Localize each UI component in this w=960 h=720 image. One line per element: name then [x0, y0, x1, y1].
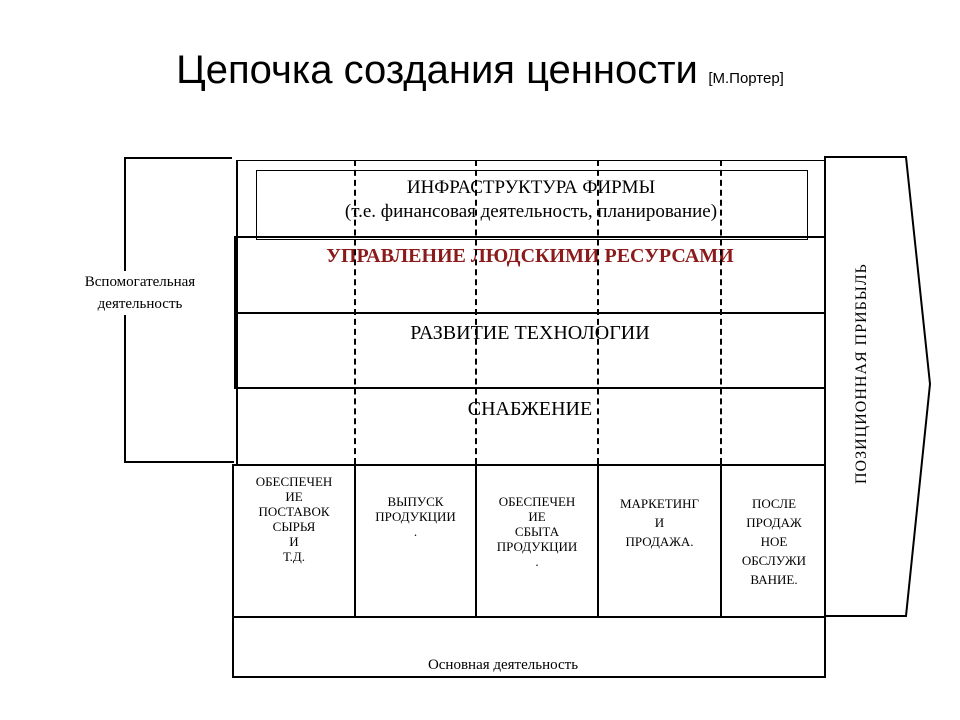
margin-label: ПОЗИЦИОННАЯ ПРИБЫЛЬ — [853, 263, 870, 484]
support-frame-top — [236, 160, 826, 161]
primary-divider-3 — [597, 464, 599, 618]
primary-activity-operations: ВЫПУСК ПРОДУКЦИИ . — [375, 494, 456, 539]
support-label: Вспомогательная деятельность — [50, 271, 230, 315]
primary-bracket-right — [824, 618, 826, 678]
primary-activity-marketing-sales: МАРКЕТИНГ И ПРОДАЖА. — [619, 496, 700, 549]
primary-bracket-bottom — [232, 676, 826, 678]
title-main: Цепочка создания ценности — [176, 48, 698, 92]
infrastructure-subtitle: (т.е. финансовая деятельность, планирова… — [344, 201, 718, 222]
primary-activity-outbound-logistics: ОБЕСПЕЧЕН ИЕ СБЫТА ПРОДУКЦИИ . — [496, 494, 578, 569]
dashed-separator-4 — [720, 160, 722, 464]
margin-arrow-shape — [824, 156, 932, 617]
title-source: [М.Портер] — [708, 70, 784, 87]
infrastructure-label: ИНФРАСТРУКТУРА ФИРМЫ (т.е. финансовая де… — [256, 176, 806, 224]
primary-divider-4 — [720, 464, 722, 618]
primary-divider-2 — [475, 464, 477, 618]
infrastructure-title: ИНФРАСТРУКТУРА ФИРМЫ — [406, 177, 656, 198]
primary-label: Основная деятельность — [413, 654, 593, 676]
dashed-separator-3 — [597, 160, 599, 464]
infrastructure-box — [256, 170, 808, 240]
primary-bracket-left — [232, 618, 234, 678]
technology-label: РАЗВИТИЕ ТЕХНОЛОГИИ — [410, 322, 650, 344]
diagram-title: Цепочка создания ценности [М.Портер] — [0, 48, 960, 93]
primary-activity-service: ПОСЛЕ ПРОДАЖ НОЕ ОБСЛУЖИ ВАНИЕ. — [741, 496, 807, 587]
primary-activity-inbound-logistics: ОБЕСПЕЧЕН ИЕ ПОСТАВОК СЫРЬЯ И Т.Д. — [255, 474, 333, 564]
procurement-label: СНАБЖЕНИЕ — [467, 398, 593, 420]
support-bracket-bottom — [124, 461, 234, 463]
dashed-separator-1 — [354, 160, 356, 464]
human-resources-label: УПРАВЛЕНИЕ ЛЮДСКИМИ РЕСУРСАМИ — [326, 245, 734, 267]
margin-arrow — [824, 156, 932, 617]
support-bracket-top — [124, 157, 232, 159]
dashed-separator-2 — [475, 160, 477, 464]
primary-divider-1 — [354, 464, 356, 618]
hr-tech-divider — [236, 312, 824, 314]
